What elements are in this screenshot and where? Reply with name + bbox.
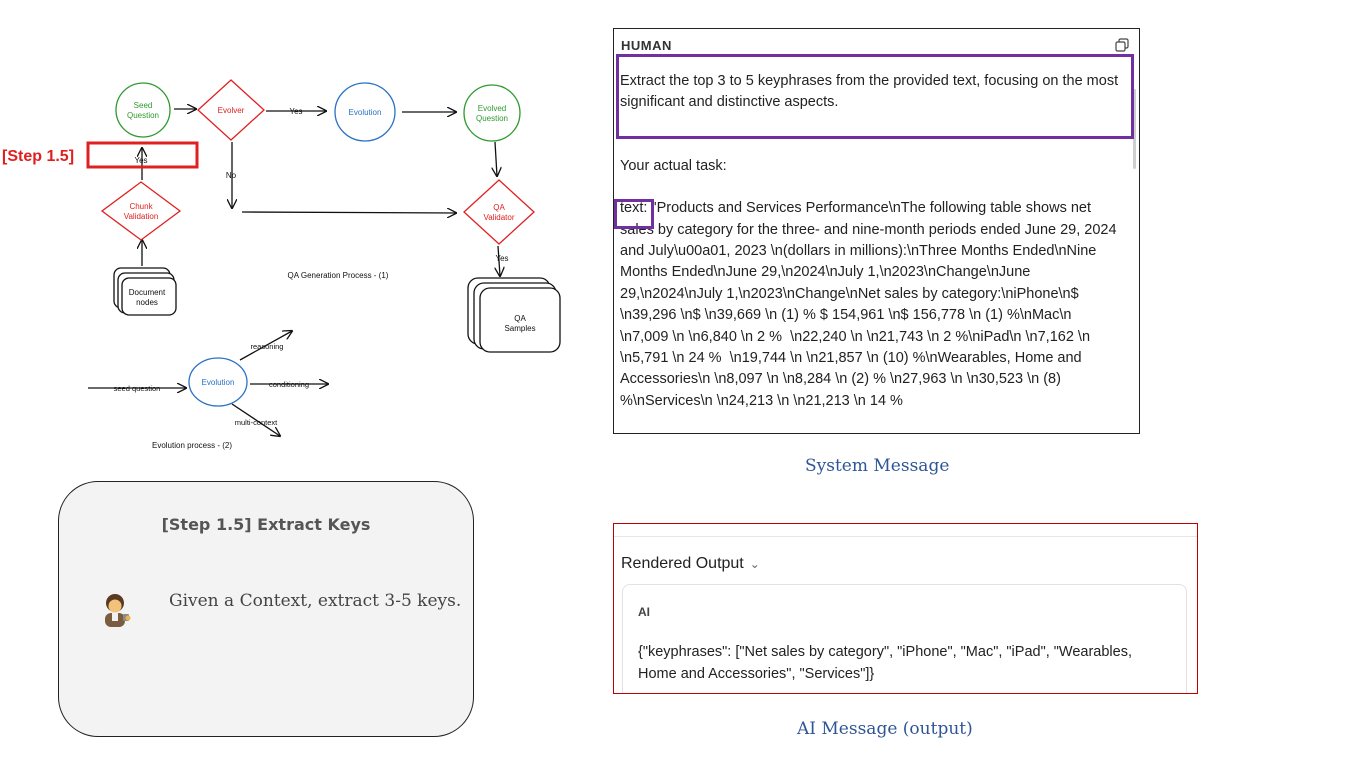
qa-samples-label-1: QA (514, 314, 526, 323)
evolved-question-label-1: Evolved (478, 104, 506, 113)
diagram-edges (88, 109, 500, 436)
document-nodes-label-2: nodes (136, 298, 158, 307)
scrollbar-thumb[interactable] (1133, 89, 1136, 169)
qa-validator-label-1: QA (493, 203, 505, 212)
task-text-paragraph: text: "Products and Services Performance… (620, 198, 1120, 412)
step-card-description: Given a Context, extract 3-5 keys. (169, 591, 462, 611)
evolution-label: Evolution (349, 108, 382, 117)
edge-evolved-to-validator (495, 141, 497, 176)
edge-validator-to-samples (498, 245, 500, 276)
multi-context-label: multi-context (235, 418, 278, 427)
system-message-caption: System Message (805, 456, 950, 476)
instruction-text: Extract the top 3 to 5 keyphrases from t… (620, 73, 1123, 111)
evolution-node: Evolution (334, 82, 396, 142)
evolution-process-label: Evolution (202, 378, 235, 387)
system-message-panel: HUMAN Extract the top 3 to 5 keyphrases … (613, 28, 1140, 434)
qa-validator-node: QA Validator (463, 179, 535, 245)
rendered-output-toggle[interactable]: Rendered Output ⌄ (621, 555, 760, 573)
edge-reasoning-out (239, 331, 292, 361)
human-role-label: HUMAN (621, 38, 672, 53)
chevron-down-icon: ⌄ (749, 557, 760, 571)
edge-no-to-validator (241, 212, 456, 213)
edge-label-yes-top: Yes (289, 107, 302, 116)
ai-message-caption: AI Message (output) (797, 719, 973, 739)
step-tag-label: [Step 1.5] (2, 148, 74, 165)
chunk-validation-label-2: Validation (124, 212, 159, 221)
text-key-label: text: (620, 200, 648, 217)
rendered-output-title: Rendered Output (621, 555, 744, 572)
ai-output-panel: Rendered Output ⌄ AI {"keyphrases": ["Net… (613, 523, 1198, 694)
evolver-label: Evolver (218, 106, 245, 115)
evolver-node: Evolver (197, 79, 265, 141)
qa-generation-diagram: Seed Question Evolver Yes Evolution Evol… (2, 79, 561, 450)
copy-icon[interactable] (1115, 38, 1129, 52)
qa-samples-node: QA Samples (467, 277, 561, 353)
text-key-highlight-box (614, 199, 654, 229)
seed-question-label-2: Question (127, 111, 159, 120)
step-card: [Step 1.5] Extract Keys Given a Context,… (58, 481, 474, 737)
edge-label-no: No (226, 171, 237, 180)
person-working-icon (105, 594, 131, 627)
ai-message-card: AI {"keyphrases": ["Net sales by categor… (622, 584, 1187, 693)
seed-question-node: Seed Question (115, 82, 171, 138)
document-nodes-node: Document nodes (113, 267, 177, 316)
system-message-body: Extract the top 3 to 5 keyphrases from t… (620, 71, 1120, 412)
evolution-process-caption: Evolution process - (2) (152, 441, 232, 450)
ai-role-label: AI (638, 605, 650, 619)
qa-samples-label-2: Samples (504, 324, 535, 333)
edge-label-yes-bottom: Yes (495, 254, 508, 263)
edge-multicontext-out (231, 403, 280, 436)
seed-question-label-1: Seed (134, 101, 153, 110)
chunk-validation-node: Chunk Validation (100, 181, 182, 241)
panel-divider (614, 536, 1197, 537)
instruction-highlight-box (616, 54, 1134, 139)
evolved-question-node: Evolved Question (463, 84, 521, 142)
yes-box-label: Yes (134, 156, 147, 165)
chunk-validation-label-1: Chunk (129, 202, 153, 211)
ai-output-text: {"keyphrases": ["Net sales by category",… (638, 644, 1132, 682)
qa-validator-label-2: Validator (484, 213, 515, 222)
evolution-process-node: Evolution (188, 357, 248, 407)
reasoning-label: reasoning (251, 342, 284, 351)
text-value: "Products and Services Performance\nThe … (620, 200, 1121, 409)
conditioning-label: conditioning (269, 380, 309, 389)
qa-generation-caption: QA Generation Process - (1) (288, 271, 389, 280)
step-card-title: [Step 1.5] Extract Keys (161, 515, 371, 534)
task-label: Your actual task: (620, 157, 727, 174)
step-highlight-box (86, 141, 199, 169)
evolved-question-label-2: Question (476, 114, 508, 123)
document-nodes-label-1: Document (129, 288, 166, 297)
seed-question-input-label: seed question (114, 384, 161, 393)
